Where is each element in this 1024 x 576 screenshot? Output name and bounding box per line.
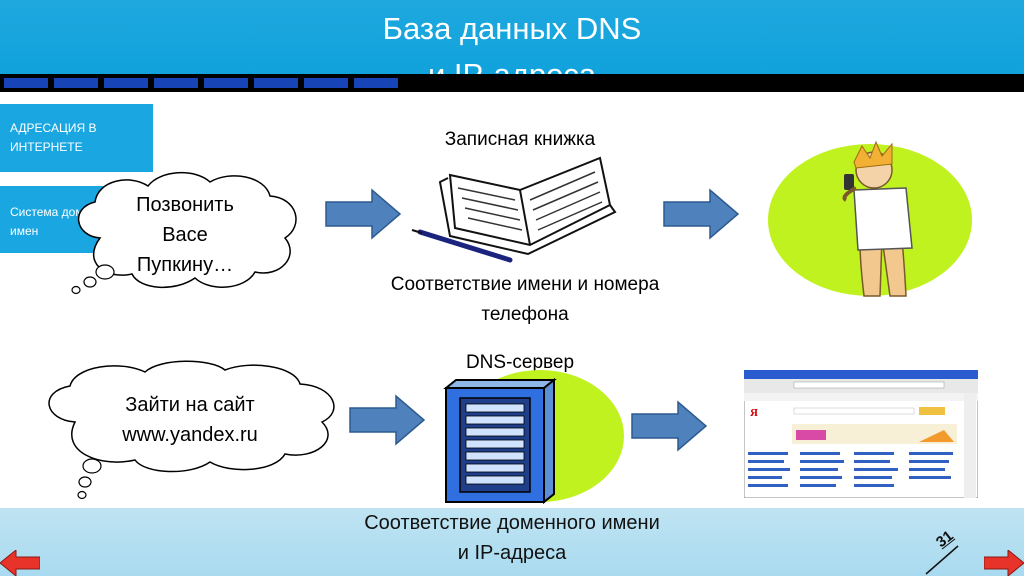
thought-cloud-call (71, 171, 297, 295)
sidebar-item-addressing[interactable]: АДРЕСАЦИЯ В ИНТЕРНЕТЕ (0, 104, 153, 172)
notebook-label: Записная книжка (444, 129, 596, 150)
notebook-icon (411, 156, 617, 263)
arrow-right-icon (663, 188, 740, 240)
cloud-call-text: Позвонить Васе Пупкину… (136, 194, 234, 276)
server-icon (443, 370, 624, 505)
arrow-right-icon (349, 394, 426, 446)
footer-band (0, 508, 1024, 576)
header-band (0, 0, 1024, 78)
cloud-website-text: Зайти на сайт www.yandex.ru (122, 394, 258, 446)
arrow-right-icon (631, 400, 708, 452)
name-phone-caption: Соответствие имени и номера телефона (390, 274, 660, 325)
dns-server-label: DNS-сервер (465, 352, 575, 373)
svg-text:Я: Я (750, 407, 758, 419)
thought-cloud-website (48, 360, 335, 500)
page-number-tab (925, 545, 959, 575)
domain-ip-caption: Соответствие доменного имени и IP-адреса (364, 512, 660, 564)
person-phone-icon (768, 140, 972, 297)
header-divider-bar (0, 74, 1024, 92)
browser-window-image: Я (744, 370, 978, 498)
prev-slide-button[interactable] (0, 550, 40, 576)
arrow-right-icon (325, 188, 402, 240)
next-slide-button[interactable] (984, 550, 1024, 576)
